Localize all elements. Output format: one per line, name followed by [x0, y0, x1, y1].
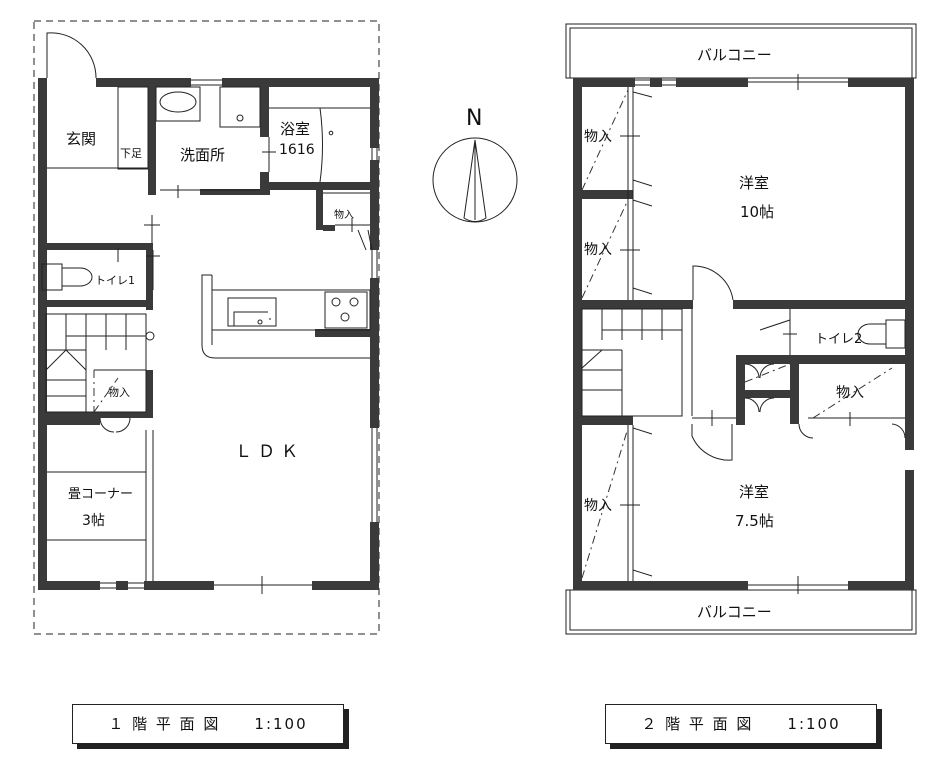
floor2-doors: [691, 265, 906, 461]
floor2-windows: [635, 74, 848, 594]
floor1-stair: [45, 313, 155, 581]
f1-tatami-size: 3帖: [82, 513, 105, 529]
floor1-toilet-details: [41, 248, 160, 291]
f2-balcony-south-label: バルコニー: [697, 603, 772, 621]
f2-closet-sw-label: 物入: [584, 498, 612, 514]
floor2-closet-sw: [581, 410, 736, 581]
f2-closet-center-label: 物入: [836, 385, 864, 401]
floor2-caption: ２ 階 平 面 図 1:100: [605, 704, 877, 744]
floor1-bath-closet-details: [323, 192, 373, 251]
compass-icon: [432, 137, 518, 223]
f1-toilet-label: トイレ1: [95, 274, 135, 287]
floor1-washroom-fixtures: [155, 86, 276, 198]
floor1-kitchen: [201, 274, 371, 594]
labels: 玄関 下足 洗面所 浴室 1616 物入 トイレ1 物入 ＬＤＫ 畳コーナー 3…: [66, 46, 864, 621]
floor2-closets-nw: [581, 87, 653, 300]
f2-yoshitsu1-size: 10帖: [740, 203, 774, 221]
f2-yoshitsu2-label: 洋室: [739, 483, 769, 501]
f1-getabako-label: 下足: [120, 147, 142, 160]
f2-closet-nw1-label: 物入: [584, 129, 612, 145]
f1-bath-closet-label: 物入: [334, 208, 354, 221]
floor1-windows: [100, 79, 378, 590]
f1-yokushitsu-label: 浴室: [280, 120, 310, 138]
f1-genkan-label: 玄関: [66, 130, 96, 148]
floor2-interior-walls: [573, 190, 914, 425]
floor1-exterior-walls: [38, 78, 379, 590]
f2-balcony-north-label: バルコニー: [697, 46, 772, 64]
floor1-caption: １ 階 平 面 図 1:100: [72, 704, 344, 744]
f1-stair-closet-label: 物入: [108, 385, 130, 399]
f1-senmenjo-label: 洗面所: [180, 146, 225, 164]
f2-closet-nw2-label: 物入: [584, 242, 612, 258]
f2-yoshitsu2-size: 7.5帖: [735, 512, 774, 530]
floor1-plan: [33, 20, 380, 635]
floor1-entrance-door-swing: [46, 32, 97, 79]
floor2-toilet-details: [783, 309, 906, 355]
floor1-genkan-details: [47, 86, 160, 243]
f1-ldk-label: ＬＤＫ: [235, 442, 304, 462]
f1-yokushitsu-size: 1616: [279, 142, 315, 158]
floor1-tatami-details: [47, 471, 146, 541]
floor2-exterior-walls: [573, 78, 914, 590]
floor1-bath-details: [269, 107, 370, 183]
f1-tatami-label: 畳コーナー: [68, 487, 133, 502]
f2-toilet-label: トイレ2: [815, 332, 862, 347]
f2-yoshitsu1-label: 洋室: [739, 174, 769, 192]
floor1-interior-walls: [38, 87, 379, 425]
floor2-stair: [581, 308, 693, 417]
compass-north-label: N: [466, 106, 482, 131]
floor2-plan: [565, 23, 917, 635]
